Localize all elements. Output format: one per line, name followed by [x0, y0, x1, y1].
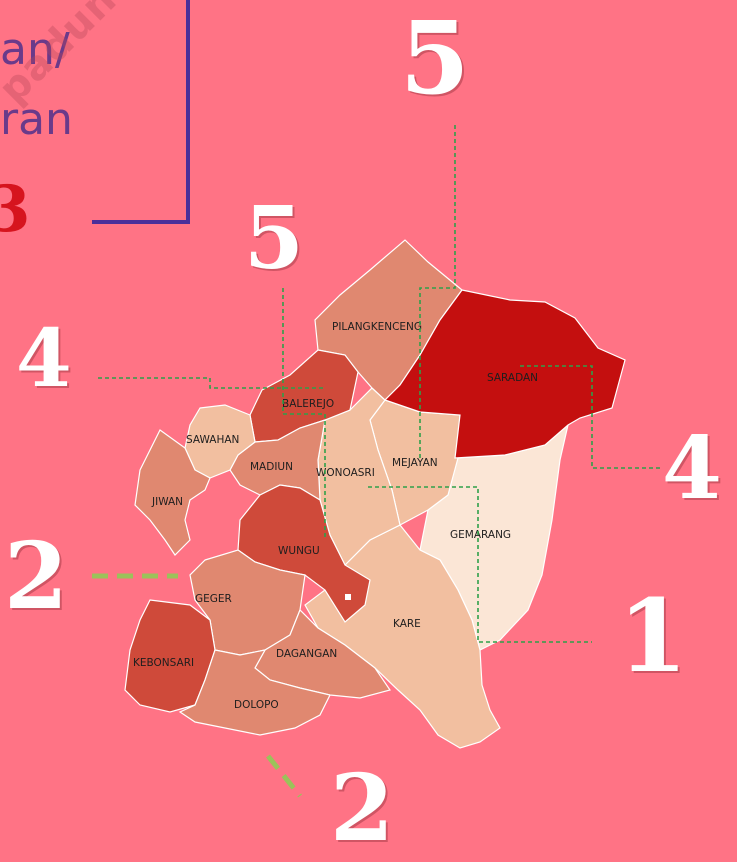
region-dolopo[interactable]	[178, 649, 331, 736]
label-dolopo: DOLOPO	[234, 699, 279, 711]
label-dagangan: DAGANGAN	[276, 648, 337, 660]
red-numeral: 3	[0, 172, 31, 247]
level-label-top-right: 5	[400, 0, 470, 117]
label-mejayan: MEJAYAN	[392, 457, 438, 469]
label-madiun: MADIUN	[250, 461, 293, 473]
label-gemarang: GEMARANG	[450, 529, 511, 541]
level2-dashes	[92, 573, 302, 798]
bracket-vertical	[186, 0, 190, 224]
label-geger: GEGER	[195, 593, 232, 605]
leader-lines	[98, 125, 662, 643]
header-text-line2: ran	[0, 94, 73, 145]
label-sawahan: SAWAHAN	[186, 434, 239, 446]
region-saradan[interactable]	[383, 289, 626, 459]
header-text-line1: an/	[0, 24, 70, 75]
level-label-right-lower: 1	[618, 577, 688, 695]
map-marker	[345, 594, 351, 600]
label-saradan: SARADAN	[487, 372, 538, 384]
region-kebonsari[interactable]	[124, 599, 216, 713]
label-wungu: WUNGU	[278, 545, 320, 557]
label-jiwan: JIWAN	[151, 496, 183, 508]
region-sawahan[interactable]	[184, 404, 256, 479]
region-jiwan[interactable]	[134, 429, 211, 556]
level-label-top-center: 5	[244, 188, 304, 289]
label-balerejo: BALEREJO	[282, 398, 334, 410]
label-kare: KARE	[393, 618, 421, 630]
level-label-left: 4	[16, 311, 72, 405]
label-wonoasri: WONOASRI	[316, 467, 375, 479]
level-label-left-lower: 2	[4, 522, 69, 630]
label-kebonsari: KEBONSARI	[133, 657, 194, 669]
label-pilangkenceng: PILANGKENCENG	[332, 321, 422, 333]
level-label-bottom: 2	[330, 754, 395, 862]
level-label-right: 4	[662, 418, 722, 519]
bracket-horizontal	[92, 220, 190, 224]
